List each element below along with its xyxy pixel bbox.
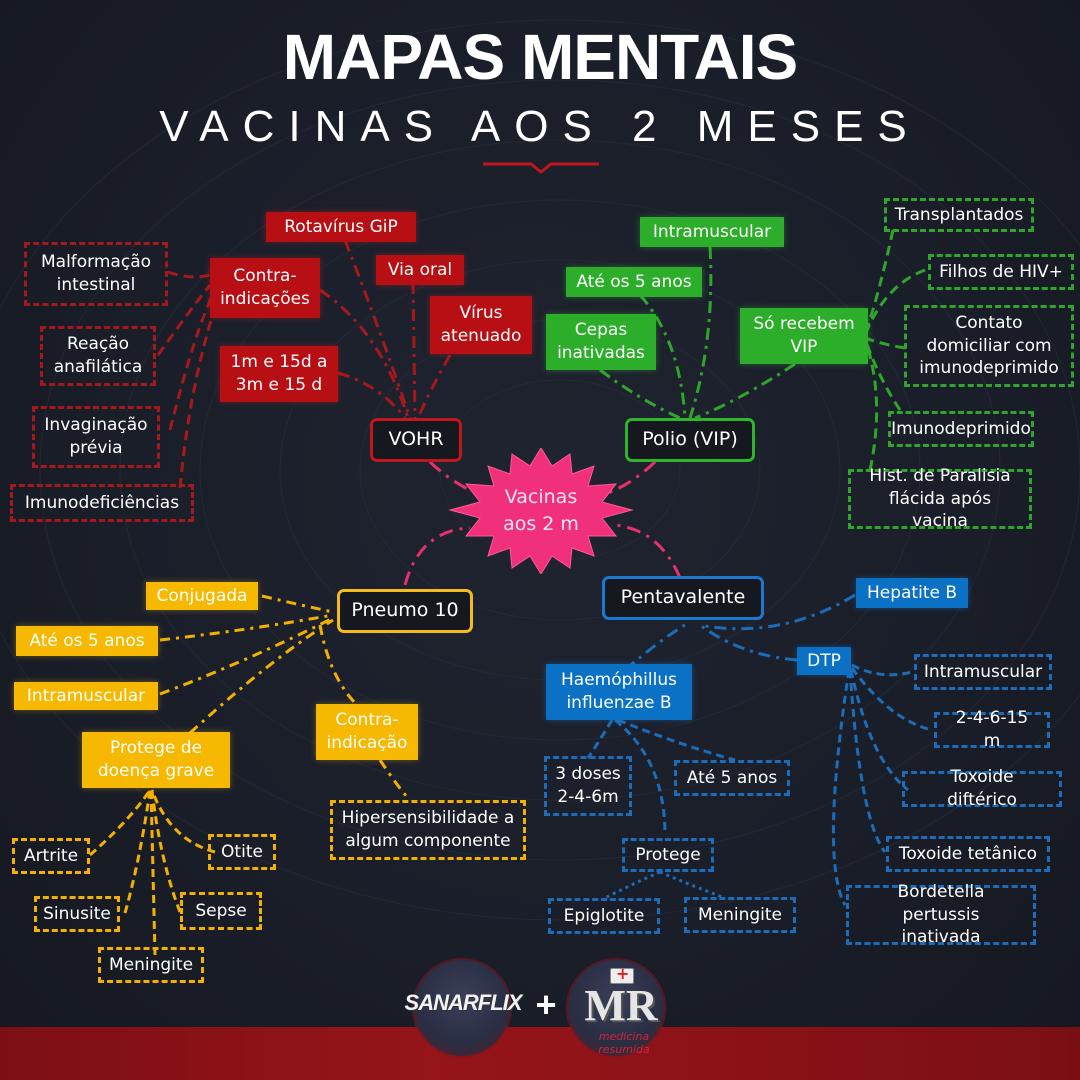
node-vohr-virus-atenuado[interactable]: Vírus atenuado [430,296,532,354]
node-penta-hib-item[interactable]: Até 5 anos [674,760,790,796]
node-polio-vip-item[interactable]: Transplantados [884,198,1034,232]
node-vohr-via-oral[interactable]: Via oral [376,255,464,285]
node-polio-ate-5-anos[interactable]: Até os 5 anos [566,267,702,297]
node-pneumo-ate-5-anos[interactable]: Até os 5 anos [16,626,158,656]
node-vohr-contra-item[interactable]: Malformação intestinal [24,242,168,306]
hub-pneumo-10[interactable]: Pneumo 10 [337,589,473,633]
medical-case-icon [610,964,634,984]
node-vohr-idade[interactable]: 1m e 15d a 3m e 15 d [220,346,338,402]
node-penta-protege-item[interactable]: Meningite [684,897,796,933]
center-starburst-icon [448,448,634,574]
center-node-label: Vacinas aos 2 m [503,486,579,535]
sanarflix-logo: SANARFLIX [404,990,523,1015]
mr-logo-tagline: medicina resumida [598,1030,650,1056]
node-penta-dtp-item[interactable]: Toxoide tetânico [886,836,1050,872]
node-polio-vip-item[interactable]: Filhos de HIV+ [928,254,1074,290]
node-penta-dtp-item[interactable]: Bordetella pertussis inativada [846,882,1036,947]
node-penta-protege-item[interactable]: Epiglotite [548,898,660,934]
node-pneumo-conjugada[interactable]: Conjugada [146,582,258,610]
hub-pentavalente[interactable]: Pentavalente [602,576,764,620]
node-pneumo-doenca[interactable]: Meningite [98,947,204,983]
node-vohr-contra-item[interactable]: Reação anafilática [40,326,156,386]
node-polio-intramuscular[interactable]: Intramuscular [640,217,784,247]
node-penta-hib-item[interactable]: 3 doses 2-4-6m [544,756,632,816]
page-subtitle: VACINAS AOS 2 MESES [159,102,921,151]
node-penta-dtp[interactable]: DTP [797,647,851,675]
mr-logo: MR [584,981,658,1030]
node-penta-hib-item[interactable]: Protege [622,838,714,872]
node-polio-vip-item[interactable]: Contato domiciliar com imunodeprimido [904,305,1074,387]
sanarflix-logo-badge [414,960,510,1056]
hub-vohr[interactable]: VOHR [370,418,462,462]
node-pneumo-doenca[interactable]: Sinusite [34,896,120,932]
page-title: MAPAS MENTAIS [282,21,798,93]
node-pneumo-doenca[interactable]: Otite [208,834,276,870]
node-polio-vip-item[interactable]: Hist. de Paralisia flácida após vacina [848,466,1032,531]
node-pneumo-hipersensibilidade[interactable]: Hipersensibilidade a algum componente [330,800,526,860]
node-penta-dtp-item[interactable]: 2-4-6-15 m [934,708,1050,751]
node-polio-so-recebem-vip[interactable]: Só recebem VIP [740,308,868,364]
node-penta-hepatite-b[interactable]: Hepatite B [856,578,968,608]
node-vohr-contra-item[interactable]: Invaginação prévia [32,406,160,468]
node-polio-vip-item[interactable]: Imunodeprimido [888,411,1034,447]
node-pneumo-contraindicacao[interactable]: Contra- indicação [316,704,418,760]
node-pneumo-doenca[interactable]: Sepse [180,892,262,930]
plus-icon: + [535,984,557,1025]
node-vohr-rotavirus[interactable]: Rotavírus GiP [266,212,416,242]
node-vohr-contra-item[interactable]: Imunodeficiências [10,484,194,522]
node-pneumo-intramuscular[interactable]: Intramuscular [14,682,158,710]
node-penta-hib[interactable]: Haemóphillus influenzae B [546,664,692,720]
node-penta-dtp-item[interactable]: Intramuscular [914,654,1052,690]
footer-band [0,1027,1080,1080]
node-polio-cepas[interactable]: Cepas inativadas [546,314,656,370]
node-penta-dtp-item[interactable]: Toxoide diftérico [902,767,1062,810]
node-pneumo-doenca[interactable]: Artrite [12,838,90,874]
node-vohr-contraindicacoes[interactable]: Contra- indicações [210,258,320,318]
title-underline-divider [483,162,599,174]
node-pneumo-protege[interactable]: Protege de doença grave [82,732,230,788]
hub-polio[interactable]: Polio (VIP) [625,418,755,462]
